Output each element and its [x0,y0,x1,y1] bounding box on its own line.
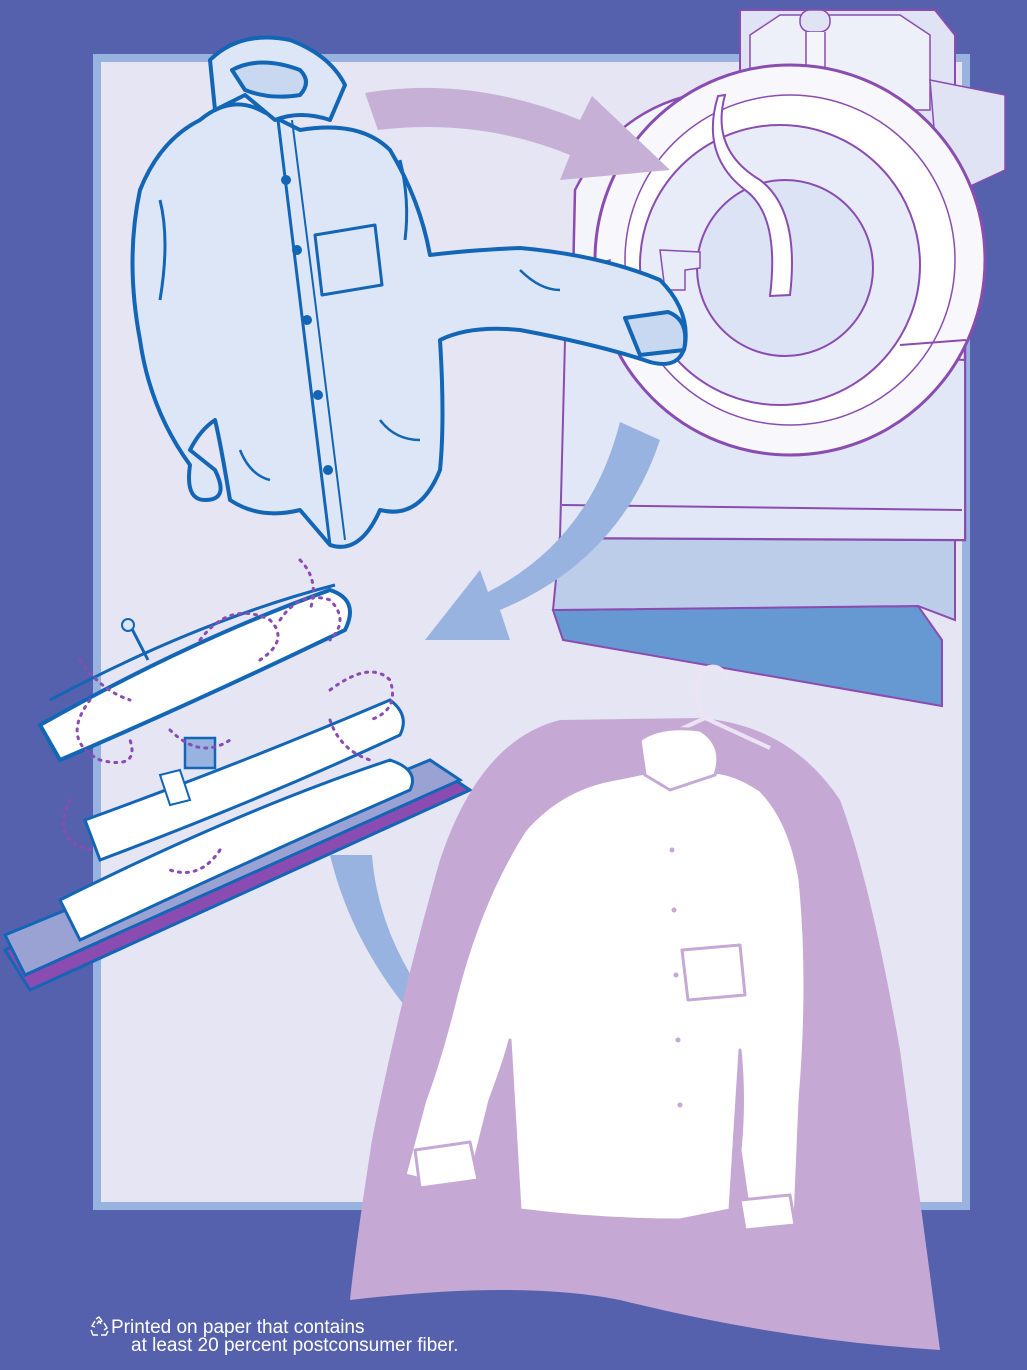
recycle-icon [88,1316,110,1338]
recycled-paper-note: Printed on paper that contains at least … [88,1319,458,1355]
footer-line-2: at least 20 percent postconsumer fiber. [88,1337,458,1355]
